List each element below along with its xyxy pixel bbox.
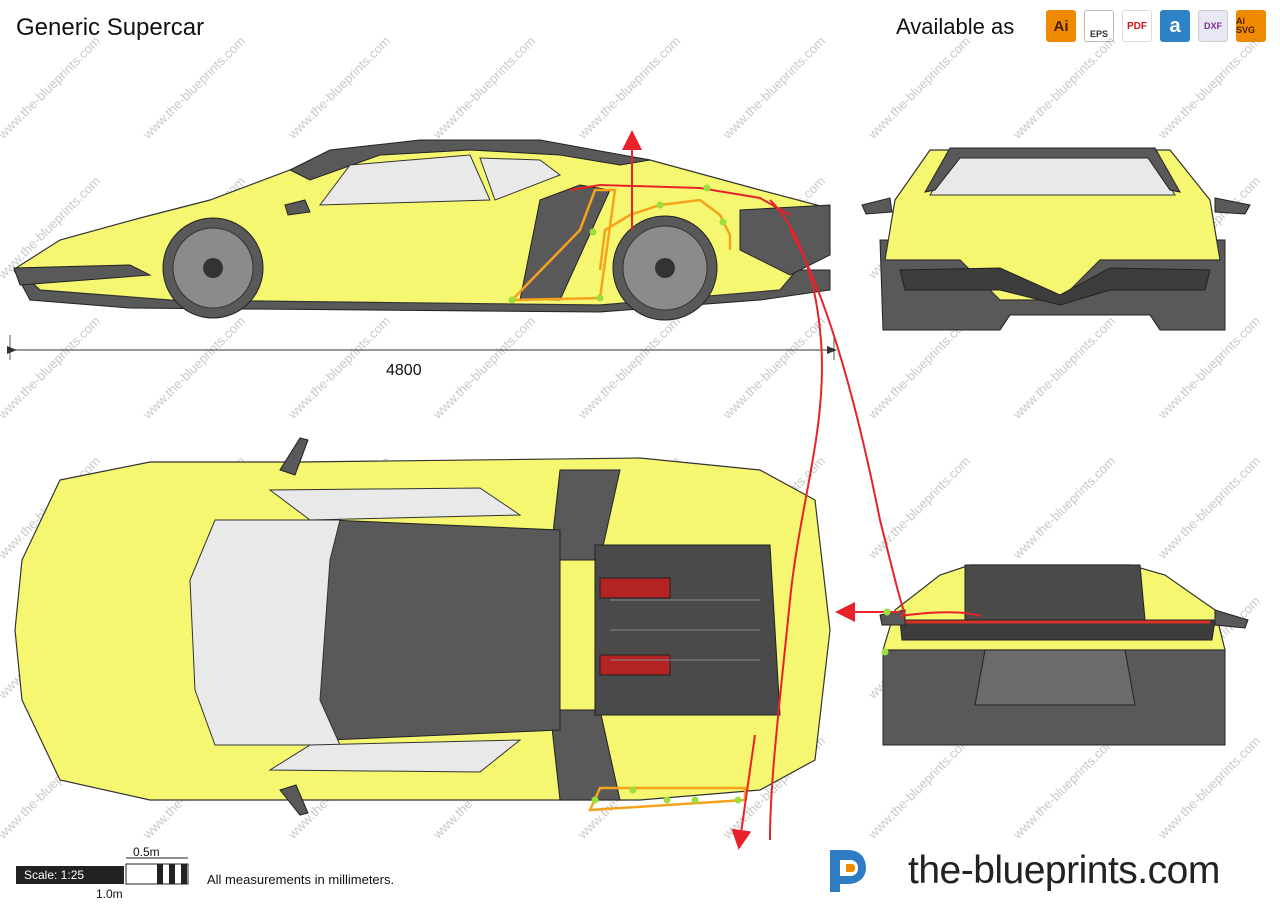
scale-half-label: 0.5m (133, 845, 160, 859)
brand-logo-icon (830, 850, 866, 892)
page-title: Generic Supercar (16, 14, 205, 41)
front-wheel (162, 217, 264, 319)
scale-bar (125, 857, 189, 885)
a-format-icon[interactable]: a (1160, 10, 1190, 42)
brand-name[interactable]: the-blueprints.com (908, 849, 1220, 892)
rear-wheel (612, 215, 718, 321)
measurement-note: All measurements in millimeters. (207, 872, 395, 887)
rear-light-bar (899, 619, 1216, 641)
left-mirror (861, 197, 893, 215)
top-windshield (189, 519, 341, 746)
side-window (318, 154, 491, 206)
right-mirror (1214, 197, 1251, 215)
top-view (14, 437, 831, 816)
annotation-overlay (508, 130, 981, 850)
scale-label: Scale: 1:25 (16, 866, 124, 884)
side-mirror (284, 199, 311, 216)
scale-full-label: 1.0m (96, 887, 123, 901)
ai-format-icon[interactable]: Ai (1046, 10, 1076, 42)
top-left-mirror (279, 437, 309, 476)
rear-right-mirror (1214, 609, 1249, 629)
length-dimension-line (7, 335, 837, 360)
front-view (861, 147, 1251, 331)
format-icons: Ai EPS PDF a DXF Ai SVG (1046, 10, 1266, 42)
svg-format-icon[interactable]: Ai SVG (1236, 10, 1266, 42)
front-windshield (929, 154, 1176, 196)
length-dimension-label: 4800 (386, 362, 422, 379)
rear-view (879, 564, 1249, 746)
dxf-format-icon[interactable]: DXF (1198, 10, 1228, 42)
eps-format-icon[interactable]: EPS (1084, 10, 1114, 42)
top-right-mirror (279, 784, 309, 816)
side-view (13, 139, 831, 321)
pdf-format-icon[interactable]: PDF (1122, 10, 1152, 42)
available-as-label: Available as (896, 14, 1015, 39)
